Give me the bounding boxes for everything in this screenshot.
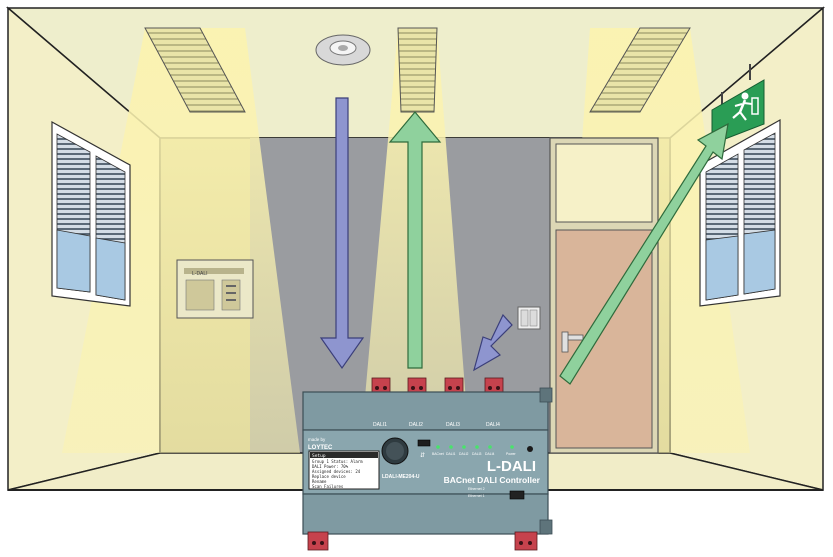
led-label-bacnet: BACnet: [432, 452, 444, 456]
ethernet-2-label: Ethernet 2: [468, 487, 485, 491]
led-label-power: Power: [506, 452, 516, 456]
arrow-sensor-to-controller: [319, 97, 365, 370]
display-line-5: Rename: [312, 479, 327, 484]
running-man-exit-icon: [732, 92, 759, 121]
led-dali3: [475, 445, 479, 449]
light-beam-left: [62, 28, 300, 453]
usb-icon: ⇵: [420, 453, 425, 459]
door-transom-window: [555, 143, 653, 223]
brand-label: LOYTEC: [308, 445, 333, 451]
window-left: [51, 120, 131, 307]
ethernet-port-icon: [509, 490, 525, 500]
terminal-label-dali4: DALI4: [486, 422, 500, 428]
ldali-controller: DALI1 DALI2 DALI3 DALI4 made by LOYTEC S…: [302, 377, 553, 551]
terminal-label-dali3: DALI3: [446, 422, 460, 428]
ceiling-light-left: [144, 27, 246, 113]
display-line-6: Scan Failures: [312, 484, 344, 489]
led-label-dali2: DALI2: [459, 452, 469, 456]
presence-sensor-icon: [315, 34, 371, 66]
led-label-dali1: DALI1: [446, 452, 456, 456]
reset-button[interactable]: [527, 446, 533, 452]
controller-body-top: [302, 391, 549, 431]
product-subtitle: BACnet DALI Controller: [444, 475, 541, 485]
led-dali4: [488, 445, 492, 449]
display-line-2: DALI Power: 70%: [312, 464, 349, 469]
window-right: [699, 118, 781, 307]
model-label: LDALI-ME204-U: [382, 474, 420, 480]
usb-port-icon: [417, 439, 431, 447]
arrow-switch-to-controller: [473, 313, 513, 372]
led-dali2: [462, 445, 466, 449]
arrow-controller-to-exit-sign: [559, 122, 729, 385]
terminal-label-dali1: DALI1: [373, 422, 387, 428]
product-title: L-DALI: [487, 458, 536, 475]
led-label-dali3: DALI3: [472, 452, 482, 456]
bottom-terminals: [307, 531, 538, 551]
display-line-4: Replace device: [312, 474, 346, 479]
poster-title: L-DALI: [192, 271, 208, 277]
top-terminals: [371, 377, 504, 395]
display-line-3: Assigned devices: 24: [312, 469, 361, 474]
led-dali1: [449, 445, 453, 449]
terminal-label-dali2: DALI2: [409, 422, 423, 428]
wall-poster: L-DALI: [176, 259, 254, 319]
arrow-controller-to-light: [388, 111, 442, 369]
led-label-dali4: DALI4: [485, 452, 495, 456]
status-leds: [436, 445, 514, 449]
jog-dial[interactable]: [381, 437, 409, 465]
led-bacnet: [436, 445, 440, 449]
brand-small-label: made by: [308, 437, 326, 442]
controller-body-bottom: [302, 493, 549, 535]
light-switch-icon: [517, 306, 541, 330]
display-line-1: Group 1 Status: Alarm: [312, 459, 363, 464]
ethernet-1-label: Ethernet 1: [468, 494, 485, 498]
signal-arrows: [319, 97, 729, 385]
ceiling-light-right: [589, 27, 691, 113]
door: [549, 137, 659, 454]
led-power: [510, 445, 514, 449]
ceiling-lights: [144, 27, 691, 113]
display-line-0: Setup: [312, 453, 326, 459]
ceiling-light-center: [397, 27, 438, 113]
